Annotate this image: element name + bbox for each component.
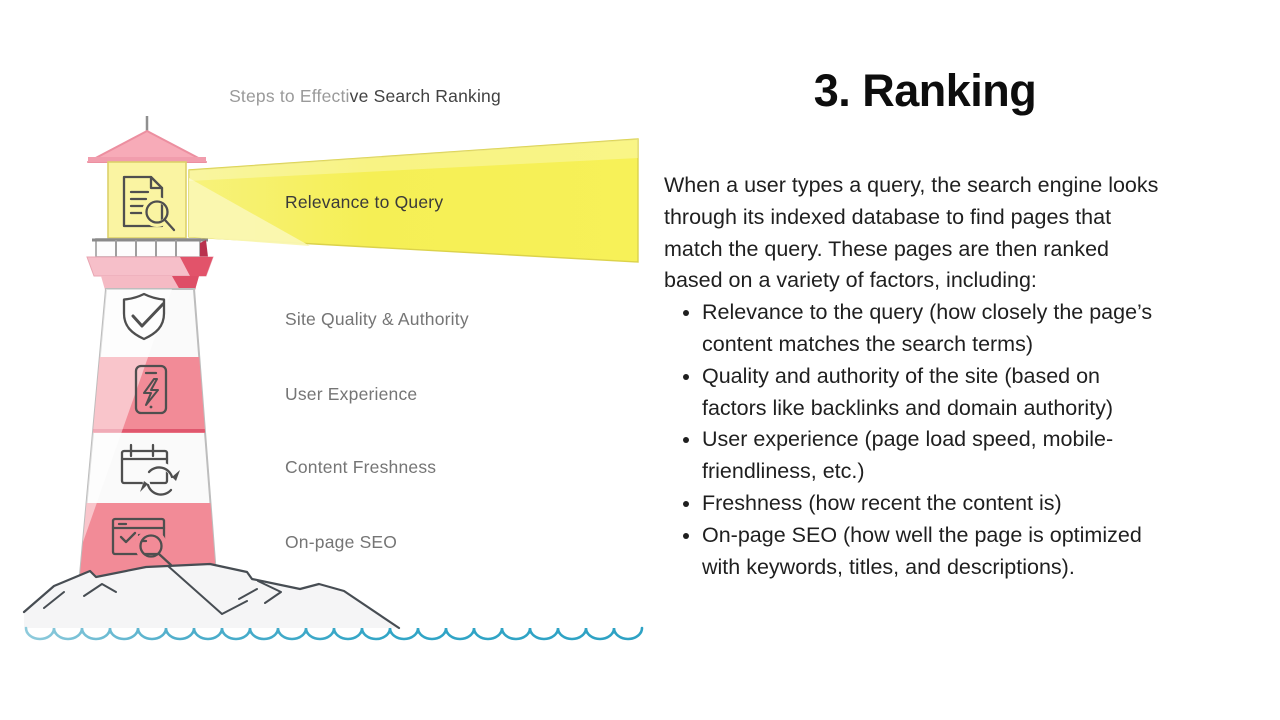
ranking-factors-list: Relevance to the query (how closely the … <box>664 297 1236 583</box>
diagram-title: Steps to Effective Search Ranking <box>150 86 580 107</box>
page-search-icon <box>111 517 173 567</box>
diagram-title-dark-part: ve Search Ranking <box>349 86 501 106</box>
bullet-user-experience: User experience (page load speed, mobile… <box>702 424 1206 488</box>
gallery-base <box>86 256 214 290</box>
search-ranking-diagram: Steps to Effective Search Ranking Releva… <box>22 86 644 641</box>
slide-heading: 3. Ranking <box>813 65 1037 116</box>
calendar-refresh-icon <box>120 443 180 498</box>
slide-content: 3. Ranking When a user types a query, th… <box>664 64 1236 583</box>
mobile-speed-icon <box>134 364 168 415</box>
beam-label: Relevance to Query <box>285 192 444 212</box>
lighthouse-tower <box>78 288 218 576</box>
bullet-quality-authority: Quality and authority of the site (based… <box>702 361 1206 425</box>
document-search-icon <box>122 175 176 232</box>
water-waves <box>24 626 644 641</box>
step-label-content-freshness: Content Freshness <box>285 457 437 477</box>
shield-check-icon <box>122 292 166 341</box>
step-label-site-quality: Site Quality & Authority <box>285 309 469 329</box>
diagram-title-gray-part: Steps to Effecti <box>229 86 350 106</box>
bullet-freshness: Freshness (how recent the content is) <box>702 488 1206 520</box>
rocks <box>22 562 401 630</box>
intro-paragraph: When a user types a query, the search en… <box>664 173 1159 293</box>
lighthouse-roof <box>87 130 207 163</box>
gallery-railing <box>92 238 208 258</box>
step-label-onpage-seo: On-page SEO <box>285 532 398 552</box>
bullet-onpage-seo: On-page SEO (how well the page is optimi… <box>702 520 1206 584</box>
light-beam <box>188 138 639 263</box>
step-label-user-experience: User Experience <box>285 384 418 404</box>
lighthouse-illustration <box>22 116 644 641</box>
bullet-relevance: Relevance to the query (how closely the … <box>702 297 1206 361</box>
